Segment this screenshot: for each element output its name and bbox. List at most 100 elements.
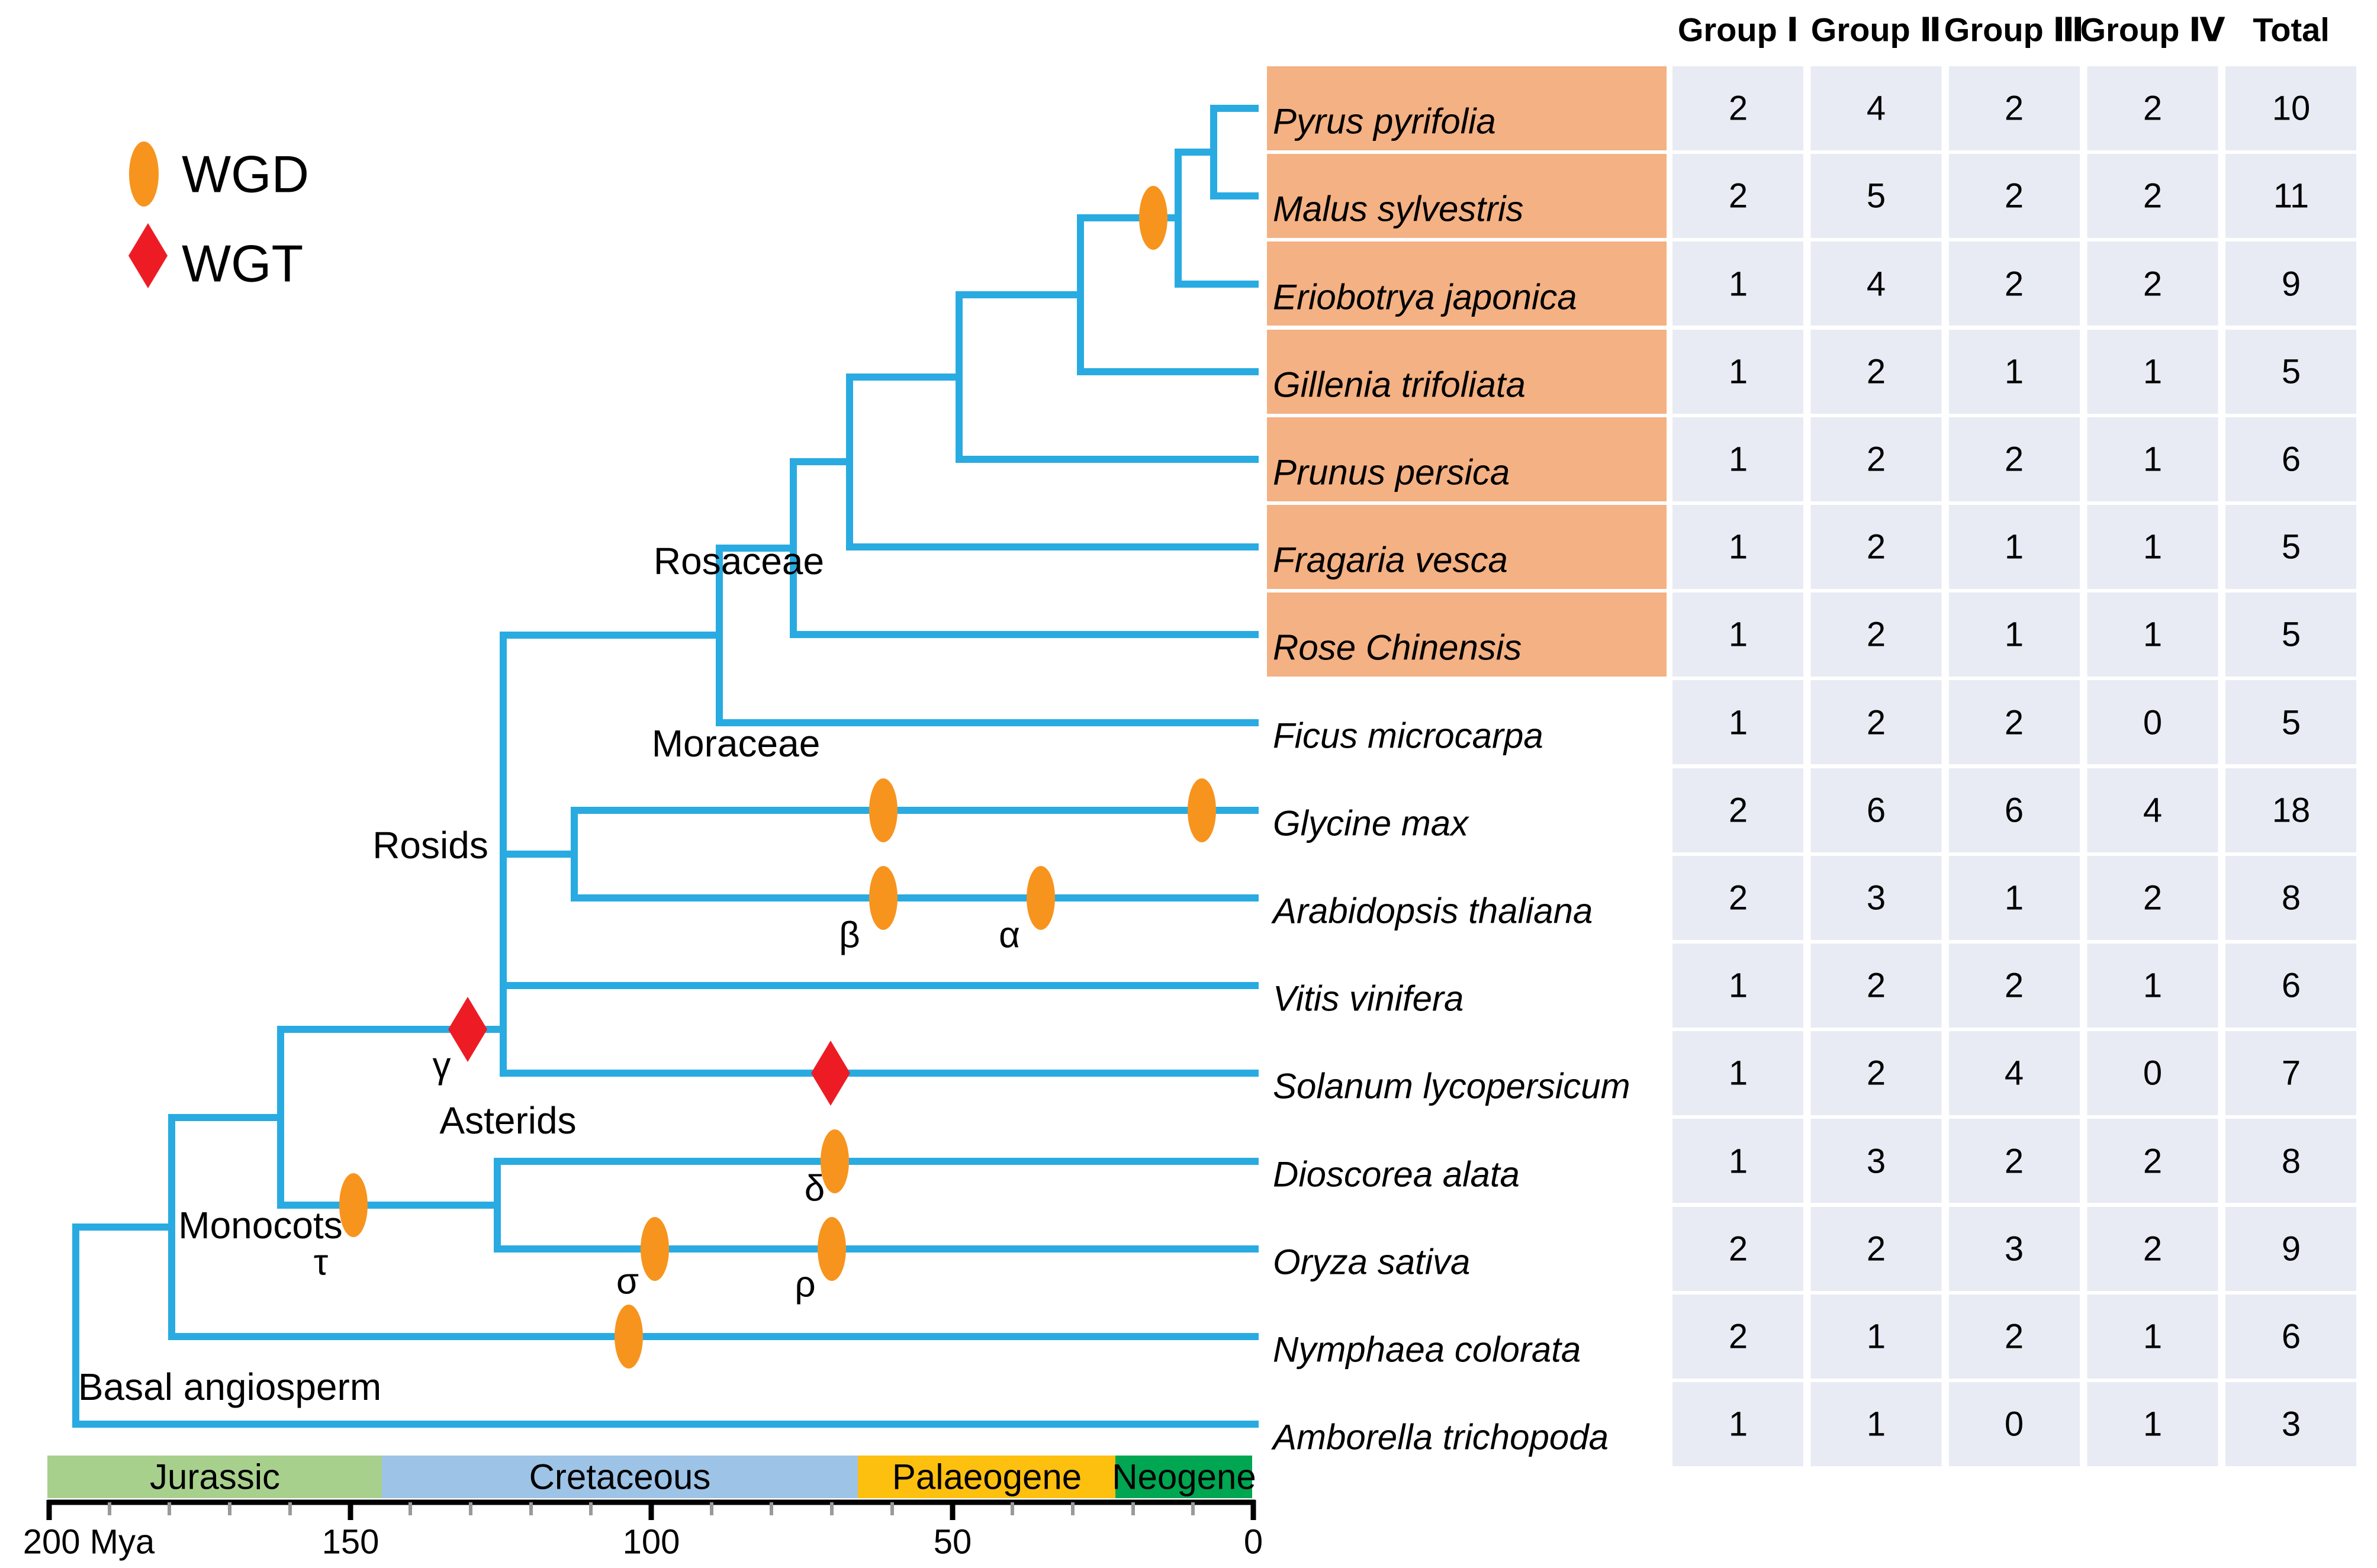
table-cell: 4 (2143, 791, 2162, 830)
table-cell: 2 (2005, 265, 2024, 304)
table-cell: 1 (1729, 704, 1748, 742)
era-segment-palaeogene (858, 1456, 1115, 1498)
species-label: Gillenia trifoliata (1273, 365, 1526, 405)
species-label: Eriobotrya japonica (1273, 278, 1577, 317)
table-cell: 8 (2282, 879, 2301, 917)
table-cell: 2 (1867, 1230, 1886, 1268)
wgd-marker-alpha (1027, 866, 1055, 930)
column-header: Group Ⅳ (2080, 11, 2225, 49)
wgd-legend-label: WGD (182, 145, 309, 204)
minor-ticks (108, 1502, 1195, 1515)
species-label: Fragaria vesca (1273, 540, 1508, 580)
species-labels: Pyrus pyrifolia Malus sylvestris Eriobot… (1271, 102, 1630, 1457)
table-cell: 3 (2282, 1405, 2301, 1444)
moraceae-label: Moraceae (652, 722, 821, 765)
table-cell: 5 (1867, 177, 1886, 215)
event-labels: γ β α δ σ ρ τ (314, 915, 1020, 1305)
table-cell: 1 (1729, 616, 1748, 654)
major-ticks (46, 1500, 1256, 1520)
wgd-marker-glycine-1 (869, 778, 898, 842)
legend: WGD WGT (128, 141, 309, 293)
table-cell: 1 (1729, 1405, 1748, 1444)
clade-labels: Rosaceae Moraceae Rosids Asterids Monoco… (78, 540, 824, 1408)
rosids-label: Rosids (372, 824, 488, 867)
table-cell: 1 (1729, 1142, 1748, 1181)
table-cell: 4 (2005, 1054, 2024, 1093)
table-cell: 2 (1867, 967, 1886, 1005)
table-cell: 1 (2005, 528, 2024, 566)
wgd-marker-glycine-2 (1188, 778, 1216, 842)
table-cell: 3 (2005, 1230, 2024, 1268)
table-cell: 1 (1729, 440, 1748, 479)
species-label: Dioscorea alata (1273, 1155, 1520, 1194)
table-cell: 1 (2143, 353, 2162, 391)
table-cell: 1 (1729, 967, 1748, 1005)
table-cell: 6 (1867, 791, 1886, 830)
species-label: Oryza sativa (1273, 1242, 1470, 1282)
table-cell: 1 (1729, 265, 1748, 304)
table-cell: 11 (2273, 177, 2309, 215)
species-label: Nymphaea colorata (1273, 1330, 1581, 1370)
table-cell: 3 (1867, 1142, 1886, 1181)
table-cell: 0 (2143, 1054, 2162, 1093)
sigma-label: σ (616, 1261, 639, 1302)
tick-label-100: 100 (623, 1523, 680, 1561)
table-cell: 8 (2282, 1142, 2301, 1181)
wgt-legend-label: WGT (182, 234, 303, 293)
table-cell: 2 (2143, 879, 2162, 917)
table-header: Group Ⅰ Group Ⅱ Group Ⅲ Group Ⅳ Total (1678, 11, 2330, 49)
tick-label-150: 150 (322, 1523, 379, 1561)
phylogenetic-tree-branches (72, 105, 1259, 1428)
tick-label-0: 0 (1244, 1523, 1263, 1561)
species-label: Solanum lycopersicum (1273, 1067, 1630, 1106)
table-cell: 2 (1729, 89, 1748, 128)
table-cell: 2 (1729, 1318, 1748, 1356)
wgd-marker-beta (869, 866, 898, 930)
species-label: Pyrus pyrifolia (1273, 102, 1496, 141)
table-cell: 2 (2005, 1318, 2024, 1356)
table-cell: 2 (2005, 440, 2024, 479)
column-header: Group Ⅲ (1944, 11, 2084, 49)
table-cell: 6 (2005, 791, 2024, 830)
table-cell: 1 (2143, 1318, 2162, 1356)
table-cell: 2 (1867, 353, 1886, 391)
table-cell: 2 (2005, 704, 2024, 742)
table-cell: 1 (1867, 1405, 1886, 1444)
monocots-label: Monocots (178, 1204, 342, 1247)
table-cell: 10 (2272, 89, 2311, 128)
rho-label: ρ (795, 1264, 815, 1305)
table-cell: 9 (2282, 265, 2301, 304)
table-cell: 2 (2143, 265, 2162, 304)
column-header: Group Ⅰ (1678, 11, 1799, 49)
table-cell: 2 (1867, 440, 1886, 479)
table-cell: 2 (2143, 1230, 2162, 1268)
table-cell: 1 (1867, 1318, 1886, 1356)
tick-label-50: 50 (934, 1523, 972, 1561)
table-cell: 2 (2005, 967, 2024, 1005)
table-cell: 4 (1867, 89, 1886, 128)
table-cell: 18 (2272, 791, 2311, 830)
species-label: Arabidopsis thaliana (1271, 891, 1593, 931)
wgd-marker-apple-clade (1139, 186, 1167, 250)
table-cell: 1 (2143, 440, 2162, 479)
table-cell: 1 (1729, 353, 1748, 391)
table-cell: 2 (1729, 791, 1748, 830)
table-cell: 1 (2005, 879, 2024, 917)
table-cell: 2 (1867, 528, 1886, 566)
tau-label: τ (314, 1242, 329, 1283)
table-cell: 1 (1729, 1054, 1748, 1093)
species-label: Glycine max (1273, 804, 1469, 843)
table-cell: 0 (2005, 1405, 2024, 1444)
table-cell: 5 (2282, 528, 2301, 566)
table-cell: 2 (2005, 1142, 2024, 1181)
species-label: Ficus microcarpa (1273, 716, 1543, 756)
table-cell: 6 (2282, 440, 2301, 479)
geological-timescale: Jurassic Cretaceous Palaeogene Neogene 2… (23, 1456, 1263, 1561)
table-cell: 1 (2005, 616, 2024, 654)
basal-angiosperm-label: Basal angiosperm (78, 1366, 381, 1408)
wgt-marker-gamma (448, 997, 487, 1062)
column-header: Group Ⅱ (1811, 11, 1941, 49)
species-label: Malus sylvestris (1273, 189, 1523, 229)
